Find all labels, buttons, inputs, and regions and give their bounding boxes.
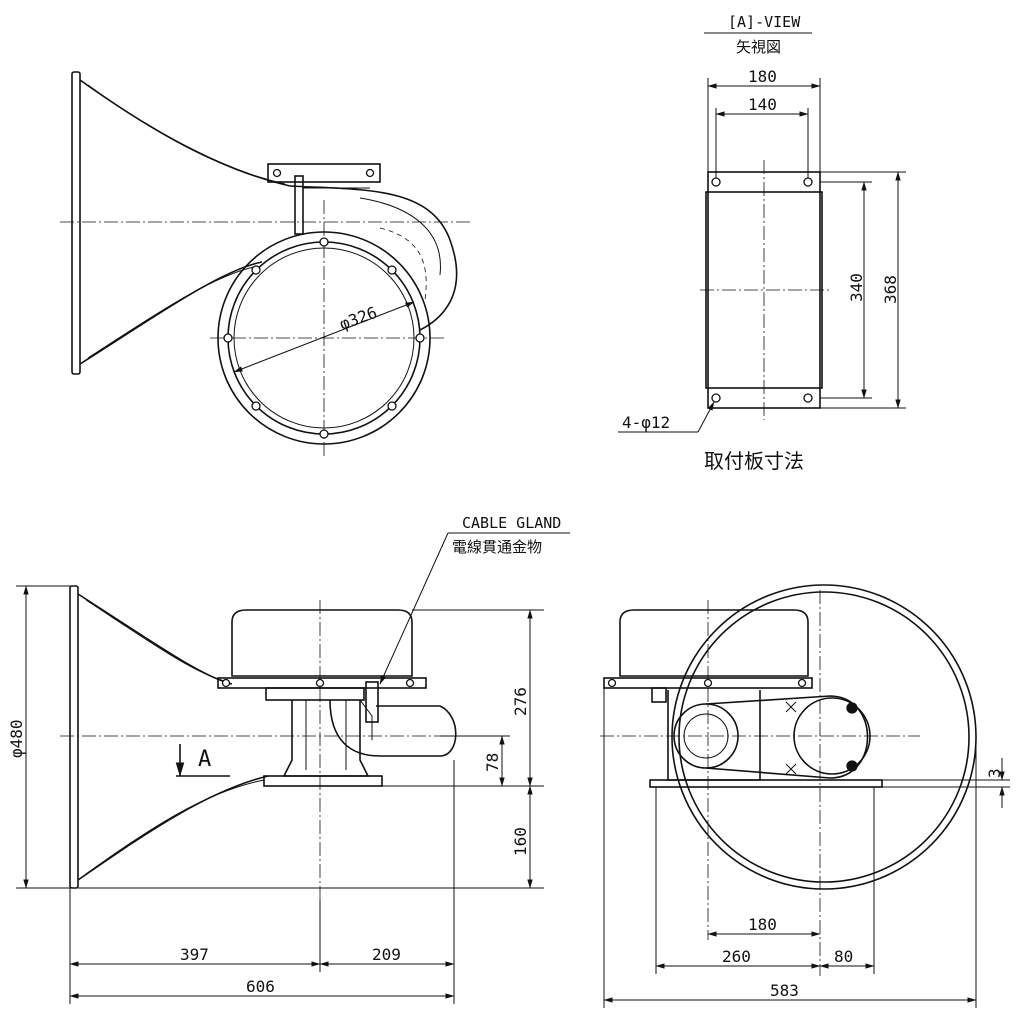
rear-driver-housing <box>603 609 813 703</box>
side-throat <box>263 681 457 787</box>
side-front-dim-label: 397 <box>180 945 209 964</box>
a-view: [A]-VIEW 矢視図 180 140 340 368 <box>618 13 906 473</box>
side-offset-dim-label: 78 <box>483 753 502 772</box>
rear-hole-pitch-label: 180 <box>748 915 777 934</box>
a-view-caption: 取付板寸法 <box>704 449 804 473</box>
side-horn-flare <box>69 585 269 889</box>
a-view-width-label: 180 <box>748 67 777 86</box>
side-lower-dim-label: 160 <box>511 827 530 856</box>
cable-gland-label-jp: 電線貫通金物 <box>452 538 542 556</box>
cable-gland-callout: CABLE GLAND 電線貫通金物 <box>379 514 570 685</box>
horn-throat-bend <box>289 185 458 331</box>
a-view-plate-height-label: 340 <box>847 273 866 302</box>
bore-dimension-line <box>233 301 415 373</box>
side-upper-dim-label: 276 <box>511 687 530 716</box>
side-rear-dim-label: 209 <box>372 945 401 964</box>
bell-diameter-label: φ480 <box>7 719 26 758</box>
a-view-hole-pitch-label: 140 <box>748 95 777 114</box>
hole-note-label: 4-φ12 <box>622 413 670 432</box>
side-driver-housing <box>217 609 427 689</box>
rear-overall-dim-label: 583 <box>770 981 799 1000</box>
rear-base-width-label: 260 <box>722 947 751 966</box>
bore-diameter-label: φ326 <box>337 303 380 334</box>
a-view-total-height-label: 368 <box>881 275 900 304</box>
side-overall-dim-label: 606 <box>246 977 275 996</box>
horn-flare <box>71 71 291 375</box>
top-view: φ326 <box>60 71 470 458</box>
view-arrow-label: A <box>198 747 211 772</box>
rear-bell-ring <box>671 584 977 890</box>
rear-view: 3 180 260 80 583 <box>600 584 1010 1008</box>
a-view-title: [A]-VIEW <box>728 13 801 31</box>
rear-throat <box>649 690 883 788</box>
rear-gap-dim-label: 3 <box>985 768 1004 778</box>
mounting-bracket <box>267 163 381 235</box>
rear-base-rear-label: 80 <box>834 947 853 966</box>
a-view-title-jp: 矢視図 <box>736 38 781 56</box>
mounting-plate <box>700 160 832 420</box>
cable-gland-label-en: CABLE GLAND <box>462 514 561 532</box>
side-view: A φ480 276 78 160 397 209 606 <box>7 585 544 1004</box>
